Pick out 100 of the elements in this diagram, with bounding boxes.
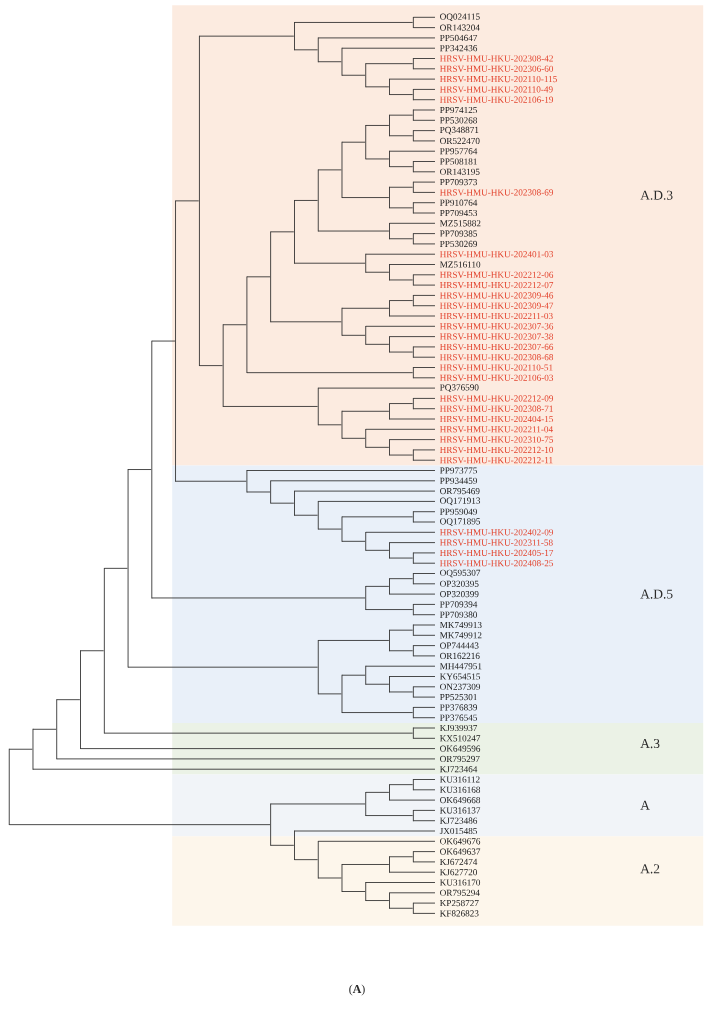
branch-line <box>412 233 436 235</box>
branch-line <box>412 192 436 193</box>
branch-line <box>412 820 436 822</box>
branch-line <box>412 346 436 348</box>
branch-line <box>365 549 390 551</box>
branch-line <box>270 321 342 323</box>
taxon-label: PP504647 <box>439 34 478 41</box>
taxon-label: KF826823 <box>439 910 479 917</box>
branch-line <box>341 437 366 439</box>
branch-line <box>317 387 436 389</box>
branch-line <box>294 490 436 492</box>
branch-line <box>412 202 436 204</box>
taxon-label: KU316168 <box>439 786 481 793</box>
taxon-label: OK649596 <box>440 745 481 752</box>
taxon-label: PP709380 <box>439 611 478 618</box>
branch-line <box>412 789 436 791</box>
taxon-label: MZ515882 <box>439 220 481 227</box>
taxon-label: OQ024115 <box>440 13 480 22</box>
branch-line <box>365 900 390 901</box>
branch-line <box>365 585 390 587</box>
branch-line <box>317 693 342 695</box>
taxon-label: KU316112 <box>439 776 480 783</box>
branch-line <box>222 324 247 326</box>
taxon-label: OK649676 <box>440 838 481 845</box>
branch-line <box>8 748 33 750</box>
branch-line <box>412 583 436 585</box>
branch-line <box>341 334 366 336</box>
branch-line <box>365 253 436 255</box>
branch-line <box>175 200 200 202</box>
taxon-label: MH447951 <box>439 663 482 670</box>
branch-line <box>412 284 436 286</box>
taxon-label: PP709385 <box>439 230 478 237</box>
branch-line <box>341 891 366 892</box>
branch-line <box>412 912 436 914</box>
branch-line <box>389 114 414 116</box>
taxon-label: HRSV-HMU-HKU-202110-115 <box>439 76 557 83</box>
clade-label: A.D.3 <box>640 190 673 200</box>
branch-line <box>317 528 342 530</box>
branch-line <box>412 902 436 904</box>
branch-line <box>317 169 342 171</box>
branch-line <box>365 158 390 160</box>
branch-line <box>389 691 414 693</box>
taxon-label: HRSV-HMU-HKU-202408-25 <box>439 560 554 567</box>
branch-line <box>365 815 414 816</box>
branch-line <box>365 271 390 273</box>
branch-line <box>412 367 436 368</box>
branch-line <box>317 877 342 879</box>
branch-line <box>412 161 436 162</box>
branch-line <box>246 470 436 471</box>
clade-label: A <box>640 800 650 810</box>
branch-line <box>412 779 436 780</box>
branch-line <box>412 449 436 451</box>
branch-line <box>365 446 390 448</box>
branch-line <box>222 406 319 407</box>
taxon-label: PP709373 <box>439 179 478 186</box>
branch-line <box>103 567 128 569</box>
branch-line <box>56 699 81 701</box>
branch-line <box>32 728 57 730</box>
branch-line <box>270 480 436 482</box>
branch-line <box>270 803 366 805</box>
taxon-label: HRSV-HMU-HKU-202405-17 <box>439 549 554 557</box>
branch-line <box>389 315 436 317</box>
branch-line <box>412 89 436 90</box>
branch-line <box>412 604 436 605</box>
taxon-label: ON237309 <box>440 683 481 690</box>
branch-line <box>389 418 436 420</box>
taxon-label: HRSV-HMU-HKU-202310-75 <box>439 436 554 443</box>
branch-line <box>412 686 436 688</box>
taxon-label: HRSV-HMU-HKU-202110-51 <box>439 364 553 371</box>
branch-line <box>412 624 436 626</box>
branch-line <box>389 166 414 168</box>
branch-line <box>246 372 414 374</box>
branch-line <box>389 542 436 544</box>
taxon-label: OQ595307 <box>440 569 481 578</box>
branch-line <box>412 109 436 111</box>
branch-line <box>412 645 436 647</box>
branch-line <box>412 655 436 657</box>
taxon-label: HRSV-HMU-HKU-202306-60 <box>439 65 554 72</box>
branch-line <box>341 516 414 518</box>
taxon-label: HRSV-HMU-HKU-202401-03 <box>439 251 554 258</box>
branch-line <box>365 665 436 667</box>
branch-line <box>389 264 436 265</box>
branch-line <box>365 531 436 533</box>
taxon-label: PP342436 <box>439 45 478 52</box>
branch-line <box>389 78 436 80</box>
branch-line <box>412 243 436 245</box>
branch-line <box>412 634 436 636</box>
branch-line <box>365 325 436 327</box>
taxon-label: HRSV-HMU-HKU-202308-71 <box>439 405 553 412</box>
branch-line <box>365 683 390 685</box>
taxon-label: HRSV-HMU-HKU-202308-69 <box>439 189 554 196</box>
branch-line <box>56 758 436 760</box>
branch-line <box>175 480 247 482</box>
taxon-label: HRSV-HMU-HKU-202110-49 <box>439 86 553 93</box>
branch-line <box>412 27 436 29</box>
branch-line <box>389 439 436 441</box>
branch-line <box>412 398 436 399</box>
taxon-label: PP973775 <box>439 467 478 474</box>
branch-line <box>412 459 436 461</box>
branch-line <box>103 732 414 734</box>
